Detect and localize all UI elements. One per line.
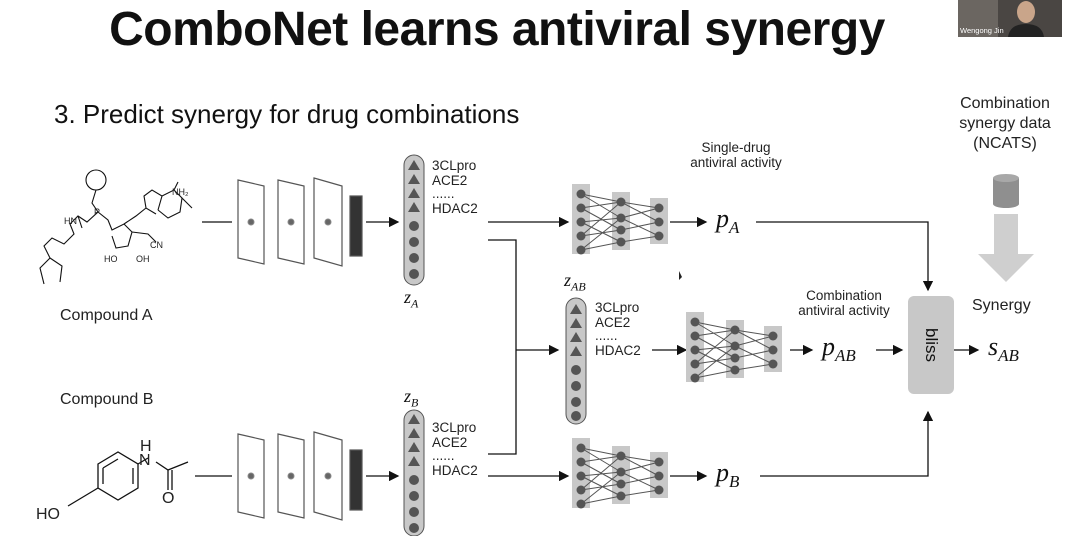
p-label: P bbox=[94, 207, 101, 217]
bliss-label: bliss bbox=[922, 327, 941, 362]
compound-a-structure bbox=[39, 169, 193, 285]
participant-name: Wengong Jin bbox=[960, 26, 1004, 35]
vector-za bbox=[403, 154, 425, 286]
vec-b-target-2: ACE2 bbox=[432, 435, 468, 450]
zab-label: zAB bbox=[564, 270, 586, 294]
down-arrow-icon bbox=[978, 214, 1034, 282]
zb-label: zB bbox=[404, 386, 419, 410]
vector-zb bbox=[403, 409, 425, 536]
mlp-a bbox=[572, 184, 668, 255]
za-label: zA bbox=[404, 287, 419, 311]
participant-video[interactable]: Wengong Jin bbox=[958, 0, 1062, 37]
mol-b-ho-label: HO bbox=[36, 506, 60, 523]
oh-label: OH bbox=[136, 254, 150, 264]
vec-a-target-3: HDAC2 bbox=[432, 201, 478, 216]
mol-b-o-label: O bbox=[162, 490, 175, 507]
person-silhouette-icon bbox=[958, 0, 1062, 37]
vec-a-target-1: 3CLpro bbox=[432, 158, 477, 173]
synergy-label: Synergy bbox=[972, 297, 1031, 314]
vec-ab-target-3: HDAC2 bbox=[595, 343, 641, 358]
pab-label: pAB bbox=[822, 332, 856, 366]
vec-a-ellipsis: ...... bbox=[432, 186, 455, 201]
vec-ab-target-2: ACE2 bbox=[595, 315, 631, 330]
vec-b-ellipsis: ...... bbox=[432, 448, 455, 463]
encoder-a bbox=[237, 177, 363, 267]
sab-label: sAB bbox=[988, 332, 1019, 366]
vec-b-target-1: 3CLpro bbox=[432, 420, 477, 435]
vec-b-target-3: HDAC2 bbox=[432, 463, 478, 478]
nh2-label: NH₂ bbox=[172, 187, 189, 197]
slide-title: ComboNet learns antiviral synergy bbox=[109, 3, 885, 56]
vec-a-target-2: ACE2 bbox=[432, 173, 468, 188]
compound-a-label: Compound A bbox=[60, 307, 153, 324]
slide-subtitle: 3. Predict synergy for drug combinations bbox=[54, 99, 520, 129]
vec-ab-ellipsis: ...... bbox=[595, 328, 618, 343]
vector-zab bbox=[565, 297, 587, 425]
ho-label: HO bbox=[104, 254, 118, 264]
bliss-box bbox=[908, 296, 954, 394]
mlp-b bbox=[572, 438, 668, 509]
pb-label: pB bbox=[716, 458, 740, 492]
hn-label: HN bbox=[64, 216, 77, 226]
mlp-ab bbox=[686, 312, 782, 383]
mol-b-h-label: H bbox=[140, 438, 152, 455]
compound-b-label: Compound B bbox=[60, 391, 154, 408]
database-icon bbox=[993, 174, 1019, 208]
vec-ab-target-1: 3CLpro bbox=[595, 300, 640, 315]
encoder-b bbox=[237, 431, 363, 521]
pa-label: pA bbox=[716, 204, 740, 238]
cn-label: CN bbox=[150, 240, 163, 250]
mol-b-n-label: N bbox=[139, 452, 151, 469]
mouse-cursor-icon bbox=[679, 271, 682, 280]
compound-b-structure bbox=[67, 451, 189, 507]
